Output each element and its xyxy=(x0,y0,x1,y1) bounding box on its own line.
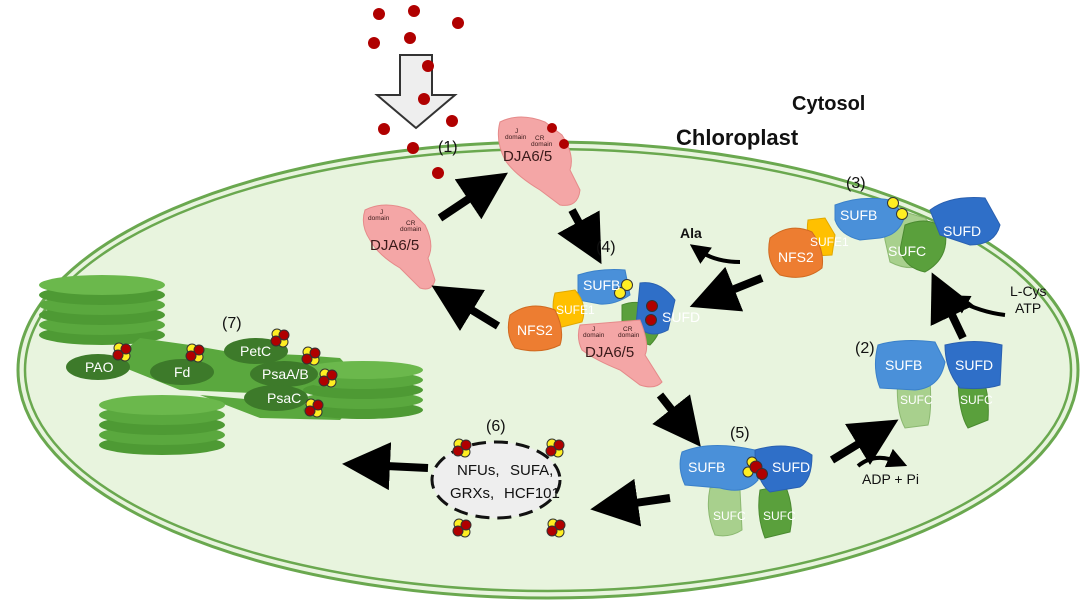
sufbcd-complex-5: SUFB SUFD SUFC SUFC xyxy=(679,444,813,539)
svg-text:domain: domain xyxy=(531,141,553,148)
svg-text:CR: CR xyxy=(406,220,416,227)
sufbcd-dja-complex-4: SUFB SUFE1 NFS2 SUFD J domain CR domain … xyxy=(507,269,700,388)
svg-text:J: J xyxy=(515,128,518,135)
step-5-label: (5) xyxy=(730,425,750,442)
svg-text:DJA6/5: DJA6/5 xyxy=(370,237,419,254)
carrier-sufa: SUFA, xyxy=(510,462,553,479)
svg-text:CR: CR xyxy=(623,326,633,333)
svg-text:CR: CR xyxy=(535,135,545,142)
step-2-label: (2) xyxy=(855,340,875,357)
step-7-label: (7) xyxy=(222,315,242,332)
svg-text:SUFD: SUFD xyxy=(662,309,700,325)
svg-text:NFS2: NFS2 xyxy=(517,322,553,338)
step-6-label: (6) xyxy=(486,418,506,435)
svg-text:SUFC: SUFC xyxy=(900,393,933,407)
svg-text:SUFB: SUFB xyxy=(840,207,877,223)
sufbcd-complex-2: SUFB SUFD SUFC SUFC xyxy=(874,340,1003,429)
svg-text:domain: domain xyxy=(400,226,422,233)
svg-text:SUFC: SUFC xyxy=(960,393,993,407)
svg-text:PsaA/B: PsaA/B xyxy=(262,366,309,382)
svg-text:SUFB: SUFB xyxy=(688,459,725,475)
dja-protein-top: J domain CR domain DJA6/5 xyxy=(497,116,581,206)
svg-text:domain: domain xyxy=(505,134,527,141)
carrier-proteins-group: NFUs, SUFA, GRXs, HCF101 xyxy=(430,440,562,520)
target-psaab: PsaA/B xyxy=(250,361,318,387)
import-arrow-icon xyxy=(374,54,458,130)
carrier-hcf101: HCF101 xyxy=(504,485,560,502)
svg-text:PetC: PetC xyxy=(240,343,271,359)
svg-text:domain: domain xyxy=(618,332,640,339)
svg-text:SUFC: SUFC xyxy=(713,509,746,523)
svg-text:J: J xyxy=(592,326,595,333)
chloroplast-label: Chloroplast xyxy=(676,125,799,150)
svg-text:DJA6/5: DJA6/5 xyxy=(503,148,552,165)
svg-text:SUFD: SUFD xyxy=(955,357,993,373)
carrier-nfus: NFUs, xyxy=(457,462,500,479)
svg-text:SUFE1: SUFE1 xyxy=(810,235,849,249)
svg-text:SUFC: SUFC xyxy=(763,509,796,523)
svg-text:SUFD: SUFD xyxy=(772,459,810,475)
cytosol-label: Cytosol xyxy=(792,93,865,115)
svg-text:Fd: Fd xyxy=(174,364,190,380)
adp-pi-label: ADP + Pi xyxy=(862,471,919,487)
thylakoid-stack-left xyxy=(39,275,165,345)
cycle-arrows xyxy=(342,172,1006,527)
target-psac: PsaC xyxy=(244,385,308,411)
step-1-label: (1) xyxy=(438,139,458,156)
step-3-label: (3) xyxy=(846,175,866,192)
lcys-label: L-Cys xyxy=(1010,283,1047,299)
iron-ions xyxy=(368,5,464,179)
target-pao: PAO xyxy=(66,354,130,380)
step-4-label: (4) xyxy=(596,239,616,256)
thylakoid-stack-bottom xyxy=(99,395,225,455)
atp-label: ATP xyxy=(1015,300,1041,316)
svg-text:SUFB: SUFB xyxy=(583,277,620,293)
svg-text:domain: domain xyxy=(368,215,390,222)
svg-text:SUFB: SUFB xyxy=(885,357,922,373)
svg-text:SUFE1: SUFE1 xyxy=(556,303,595,317)
svg-text:NFS2: NFS2 xyxy=(778,249,814,265)
target-fd: Fd xyxy=(150,359,214,385)
ala-label: Ala xyxy=(680,225,702,241)
dja-protein-left: J domain CR domain DJA6/5 xyxy=(362,204,436,290)
svg-text:domain: domain xyxy=(583,332,605,339)
carrier-grxs: GRXs, xyxy=(450,485,494,502)
svg-text:PsaC: PsaC xyxy=(267,390,301,406)
svg-text:J: J xyxy=(380,209,383,216)
fe-s-clusters-6 xyxy=(452,438,566,538)
sufbcd-nfs2-sufe1-complex-3: SUFB SUFE1 NFS2 SUFC SUFD xyxy=(768,197,1001,278)
svg-text:SUFD: SUFD xyxy=(943,223,981,239)
svg-text:SUFC: SUFC xyxy=(888,243,926,259)
fe-s-clusters-7 xyxy=(112,328,338,418)
svg-text:DJA6/5: DJA6/5 xyxy=(585,344,634,361)
svg-text:PAO: PAO xyxy=(85,359,114,375)
